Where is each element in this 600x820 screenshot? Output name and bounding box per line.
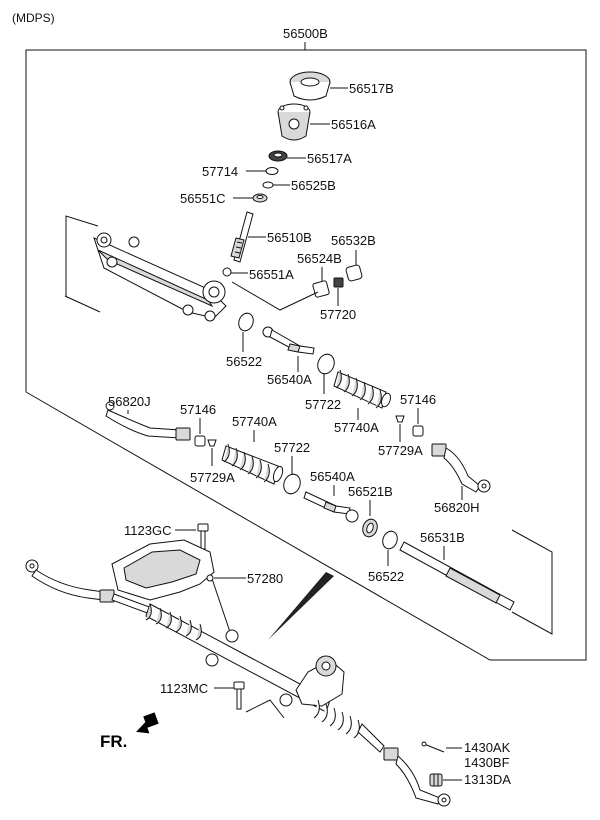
rack-bush-56521B: [362, 518, 378, 538]
part-1123GC: 1123GC: [124, 523, 171, 538]
part-57720: 57720: [320, 307, 356, 322]
seal-57714: [265, 167, 279, 175]
part-56820J: 56820J: [108, 394, 151, 409]
clip-57729A-left: [207, 439, 217, 447]
tie-rod-nut-57146-left: [194, 435, 206, 447]
gear-box-housing: [93, 232, 227, 322]
assembled-tie-rod-left: [25, 559, 153, 615]
part-56551C: 56551C: [180, 191, 226, 206]
part-1430BF: 1430BF: [464, 755, 510, 770]
front-arrow-icon: [136, 712, 159, 734]
part-56522-top: 56522: [226, 354, 262, 369]
part-56522-bottom: 56522: [368, 569, 404, 584]
mount-insulator-56517B: [289, 71, 331, 101]
rack-bar-56531B: [399, 541, 515, 611]
band-clip-57722-top: [317, 353, 335, 375]
part-56517A: 56517A: [307, 151, 352, 166]
pinion-56510B: [230, 211, 254, 263]
part-56516A: 56516A: [331, 117, 376, 132]
housing-cover-56516A: [277, 103, 311, 141]
tie-rod-end-56820H: [431, 443, 491, 493]
part-57722-mid: 57722: [274, 440, 310, 455]
part-56551A: 56551A: [249, 267, 294, 282]
part-57714: 57714: [202, 164, 238, 179]
part-56524B: 56524B: [297, 251, 342, 266]
part-1430AK: 1430AK: [464, 740, 511, 755]
bolt-1123GC: [197, 523, 209, 550]
yoke-plug-56532B: [345, 264, 363, 282]
bolt-1123MC: [233, 681, 245, 710]
part-56540A-top: 56540A: [267, 372, 312, 387]
support-yoke-56524B: [312, 280, 330, 298]
assembled-gear-body: [145, 603, 385, 753]
guide-line-yoke: [231, 281, 319, 311]
variant-label: (MDPS): [12, 11, 55, 25]
guide-line-rack: [511, 529, 553, 635]
inner-ball-joint-56540A-mid: [303, 491, 359, 523]
part-57729A-left: 57729A: [190, 470, 235, 485]
spring-57720: [333, 277, 344, 288]
band-clip-57722-mid: [283, 473, 301, 495]
part-56532B: 56532B: [331, 233, 376, 248]
cotter-pin-1430AK: [421, 741, 445, 753]
part-57740A-left: 57740A: [232, 414, 277, 429]
clip-57729A-right: [395, 415, 405, 423]
bellows-boot-57740A-left: [221, 443, 284, 485]
part-56540A-mid: 56540A: [310, 469, 355, 484]
castle-nut-1313DA: [429, 773, 443, 787]
part-56510B: 56510B: [267, 230, 312, 245]
guide-line-lower: [245, 699, 285, 719]
part-57146-right: 57146: [400, 392, 436, 407]
bearing-56517A: [268, 150, 288, 162]
part-57146-left: 57146: [180, 402, 216, 417]
part-57280: 57280: [247, 571, 283, 586]
front-direction-label: FR.: [100, 732, 127, 751]
part-1123MC: 1123MC: [160, 681, 208, 696]
bearing-56551C: [252, 193, 268, 203]
part-1313DA: 1313DA: [464, 772, 511, 787]
part-56517B: 56517B: [349, 81, 394, 96]
part-56525B: 56525B: [291, 178, 336, 193]
part-56531B: 56531B: [420, 530, 465, 545]
bearing-56551A: [222, 267, 232, 277]
inner-ball-joint-56540A-top: [262, 326, 315, 355]
guide-line-left-lower: [64, 295, 101, 313]
assembly-boundary: [25, 49, 587, 661]
part-56820H: 56820H: [434, 500, 480, 515]
part-56521B: 56521B: [348, 484, 393, 499]
ring-56525B: [262, 181, 274, 189]
assembly-number-label: 56500B: [283, 26, 328, 41]
heat-protector-57280: [111, 539, 215, 601]
assembled-tie-rod-right: [383, 747, 451, 807]
bellows-boot-57740A-right: [333, 369, 391, 409]
view-direction-arrow: [268, 572, 334, 640]
part-57729A-right: 57729A: [378, 443, 423, 458]
tie-rod-end-56820J: [105, 401, 191, 441]
part-57722-top: 57722: [305, 397, 341, 412]
guide-line-left: [65, 215, 99, 296]
snap-ring-56522-top: [238, 312, 254, 332]
tie-rod-nut-57146-right: [412, 425, 424, 437]
snap-ring-56522-bottom: [382, 530, 398, 550]
part-57740A-right: 57740A: [334, 420, 379, 435]
